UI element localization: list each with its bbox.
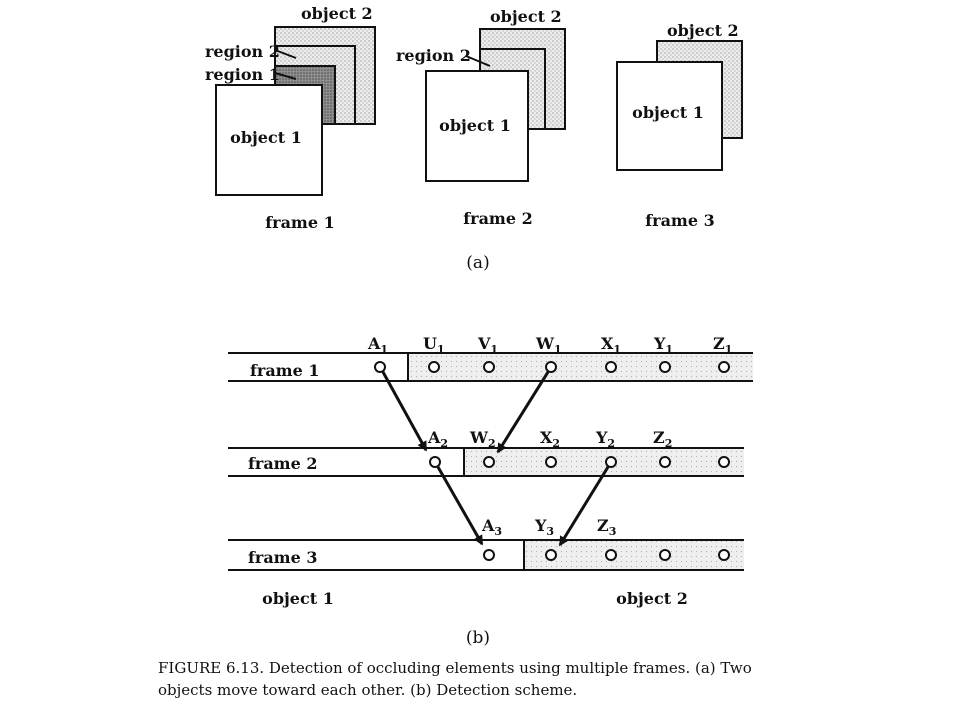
point-marker bbox=[374, 361, 386, 373]
region2-label: region 2 bbox=[396, 46, 471, 65]
point-label: Y1 bbox=[653, 334, 673, 356]
point-marker bbox=[428, 361, 440, 373]
point-label: X1 bbox=[601, 334, 621, 356]
object1-square bbox=[215, 84, 323, 196]
panel-b-label: (b) bbox=[466, 628, 490, 648]
frame2-row-label: frame 2 bbox=[248, 454, 318, 473]
point-Y3: Y3 bbox=[534, 516, 557, 561]
point-marker bbox=[659, 456, 671, 468]
point-label: W2 bbox=[469, 428, 496, 450]
point-label: U1 bbox=[423, 334, 445, 356]
point-label: A2 bbox=[427, 428, 448, 450]
point-marker bbox=[545, 456, 557, 468]
object1-square bbox=[425, 70, 529, 182]
region1-label: region 1 bbox=[205, 65, 280, 84]
point-marker bbox=[718, 361, 730, 373]
point-Z2: Z2 bbox=[653, 428, 672, 468]
point-marker bbox=[605, 456, 617, 468]
point-label: Z1 bbox=[713, 334, 732, 356]
point-W1: W1 bbox=[535, 334, 562, 373]
object2-label: object 2 bbox=[301, 4, 373, 23]
figure-caption-line2: objects move toward each other. (b) Dete… bbox=[158, 681, 577, 699]
frame3-label: frame 3 bbox=[645, 211, 715, 230]
point-marker bbox=[483, 456, 495, 468]
point-A1: A1 bbox=[367, 334, 388, 373]
point-W2: W2 bbox=[469, 428, 496, 468]
point-label: A3 bbox=[481, 516, 502, 538]
point-Z3: Z3 bbox=[597, 516, 617, 561]
region2-pointer bbox=[465, 55, 491, 67]
point-label: W1 bbox=[535, 334, 562, 356]
point-Z1: Z1 bbox=[713, 334, 732, 373]
arrow-A1-to-A2 bbox=[381, 371, 428, 452]
frame3-row: frame 3 A3 Y3 Z3 bbox=[228, 516, 744, 571]
frame3-row-label: frame 3 bbox=[248, 548, 318, 567]
point-marker bbox=[483, 549, 495, 561]
arrow-Y2-to-Y3 bbox=[558, 466, 610, 547]
frame1-row-label: frame 1 bbox=[250, 361, 320, 380]
point-label: Y3 bbox=[534, 516, 554, 538]
region1-pointer bbox=[274, 72, 297, 80]
point-X2: X2 bbox=[540, 428, 560, 468]
point-label: Z2 bbox=[653, 428, 672, 450]
point-label: Y2 bbox=[595, 428, 615, 450]
region2-pointer bbox=[274, 49, 297, 59]
point-Y1: Y1 bbox=[653, 334, 673, 373]
object1-square bbox=[616, 61, 723, 171]
point-A3: A3 bbox=[481, 516, 502, 561]
point-marker-unlabeled bbox=[659, 549, 671, 561]
frame3-illustration: object 2 object 1 frame 3 bbox=[616, 21, 743, 230]
object2-band bbox=[408, 353, 753, 381]
point-marker bbox=[545, 549, 557, 561]
object1-label: object 1 bbox=[632, 103, 704, 122]
panel-a-label: (a) bbox=[466, 253, 489, 273]
point-marker-unlabeled bbox=[718, 456, 730, 468]
object2-label: object 2 bbox=[667, 21, 739, 40]
point-label: V1 bbox=[477, 334, 498, 356]
object1-label: object 1 bbox=[262, 589, 334, 608]
object2-label: object 2 bbox=[490, 7, 562, 26]
point-marker bbox=[659, 361, 671, 373]
point-marker bbox=[429, 456, 441, 468]
frame2-label: frame 2 bbox=[463, 209, 533, 228]
point-marker bbox=[605, 361, 617, 373]
point-marker bbox=[545, 361, 557, 373]
point-U1: U1 bbox=[423, 334, 445, 373]
object1-label: object 1 bbox=[439, 116, 511, 135]
point-Y2: Y2 bbox=[595, 428, 617, 468]
object1-label: object 1 bbox=[230, 128, 302, 147]
point-label: Z3 bbox=[597, 516, 616, 538]
object2-label: object 2 bbox=[616, 589, 688, 608]
arrow-A2-to-A3 bbox=[436, 466, 484, 546]
part-b: frame 1 A1 U1 V1 W1 X1 Y1 bbox=[228, 334, 753, 648]
point-label: A1 bbox=[367, 334, 388, 356]
frame1-label: frame 1 bbox=[265, 213, 335, 232]
frame2-row: frame 2 A2 W2 X2 Y2 Z2 bbox=[228, 428, 744, 477]
point-marker bbox=[483, 361, 495, 373]
region2-label: region 2 bbox=[205, 42, 280, 61]
arrow-W1-to-W2 bbox=[496, 371, 550, 454]
point-label: X2 bbox=[540, 428, 560, 450]
point-marker bbox=[605, 549, 617, 561]
frame2-illustration: object 2 region 2 object 1 frame 2 bbox=[396, 7, 566, 228]
figure-caption-line1: FIGURE 6.13. Detection of occluding elem… bbox=[158, 659, 752, 677]
point-X1: X1 bbox=[601, 334, 621, 373]
frame1-row: frame 1 A1 U1 V1 W1 X1 Y1 bbox=[228, 334, 753, 382]
frame1-illustration: object 2 region 2 region 1 object 1 fram… bbox=[205, 4, 376, 232]
point-V1: V1 bbox=[477, 334, 498, 373]
part-a: object 2 region 2 region 1 object 1 fram… bbox=[205, 4, 743, 273]
point-marker-unlabeled bbox=[718, 549, 730, 561]
point-A2: A2 bbox=[427, 428, 448, 468]
